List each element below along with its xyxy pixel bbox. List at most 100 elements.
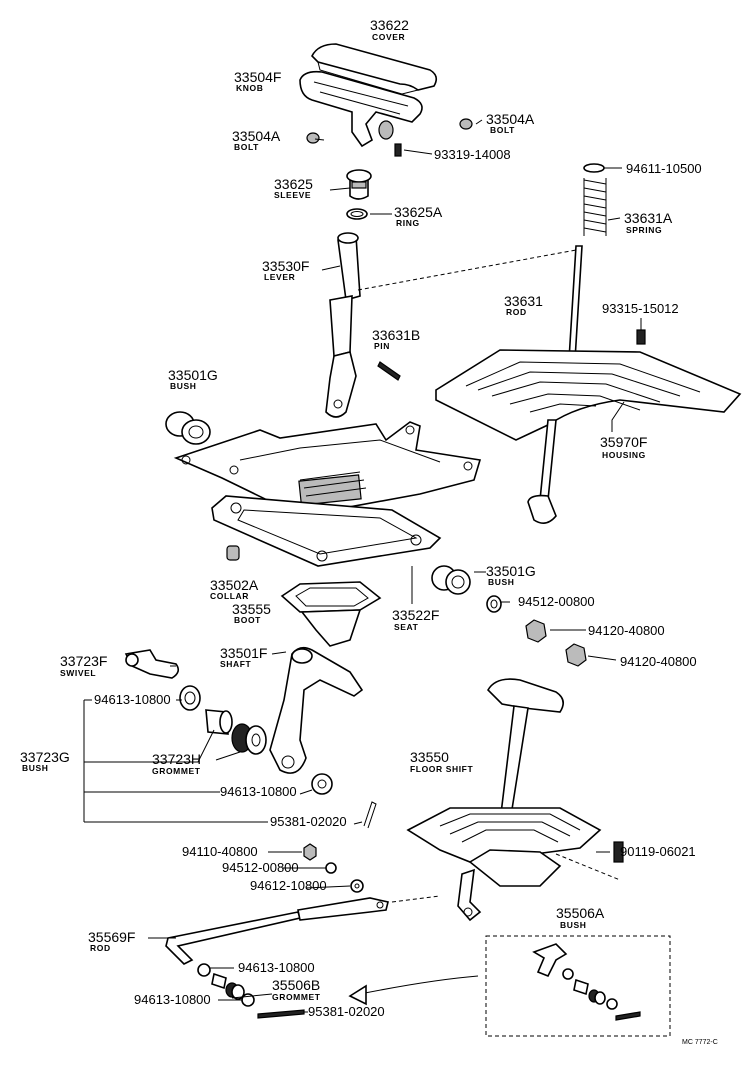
svg-text:35506B: 35506B: [272, 977, 320, 993]
spring-part: [583, 163, 607, 236]
bracket-part: [173, 421, 482, 517]
svg-text:33501G: 33501G: [486, 563, 536, 579]
svg-text:93319-14008: 93319-14008: [434, 147, 511, 162]
svg-text:BUSH: BUSH: [22, 763, 49, 773]
cotter-pin-upper: [363, 801, 377, 829]
svg-text:33723G: 33723G: [20, 749, 70, 765]
shaft-part: [269, 646, 364, 774]
svg-text:BUSH: BUSH: [560, 920, 587, 930]
label-35506b-grommet: 35506B GROMMET: [272, 977, 320, 1002]
label-94613-10800-a: 94613-10800: [94, 692, 171, 707]
label-33530f-lever: 33530F LEVER: [262, 258, 309, 282]
svg-text:33631B: 33631B: [372, 327, 420, 343]
washer-94612: [350, 879, 364, 893]
svg-text:94120-40800: 94120-40800: [620, 654, 697, 669]
svg-text:HOUSING: HOUSING: [602, 450, 646, 460]
svg-text:GROMMET: GROMMET: [152, 766, 201, 776]
svg-text:94612-10800: 94612-10800: [250, 878, 327, 893]
svg-text:90119-06021: 90119-06021: [620, 844, 696, 859]
bush-left: [165, 411, 211, 445]
label-93319-14008: 93319-14008: [434, 147, 511, 162]
svg-text:BOLT: BOLT: [490, 125, 515, 135]
svg-text:33625A: 33625A: [394, 204, 443, 220]
bush-right: [431, 565, 471, 595]
label-94613-10800-d: 94613-10800: [134, 992, 211, 1007]
leader-lines: [83, 119, 642, 1013]
label-33501g-bush-left: 33501G BUSH: [168, 367, 218, 391]
label-33723f-swivel: 33723F SWIVEL: [60, 653, 107, 678]
screw-93319: [394, 143, 402, 157]
svg-text:33501F: 33501F: [220, 645, 267, 661]
svg-text:33550: 33550: [410, 749, 449, 765]
svg-text:33504A: 33504A: [232, 128, 281, 144]
label-94120-40800-lower: 94120-40800: [620, 654, 697, 669]
bolt-left: [306, 132, 320, 144]
svg-text:35506A: 35506A: [556, 905, 605, 921]
svg-text:35569F: 35569F: [88, 929, 135, 945]
svg-text:33530F: 33530F: [262, 258, 309, 274]
swivel-part: [124, 649, 180, 679]
label-35506a-bush: 35506A BUSH: [556, 905, 605, 930]
label-33501g-bush-right: 33501G BUSH: [486, 563, 536, 587]
svg-text:COVER: COVER: [372, 32, 405, 42]
svg-text:COLLAR: COLLAR: [210, 591, 249, 601]
label-94612-10800: 94612-10800: [250, 878, 327, 893]
washer-94512-lower: [325, 862, 337, 874]
svg-text:33504A: 33504A: [486, 111, 535, 127]
svg-text:ROD: ROD: [506, 307, 527, 317]
label-33522f-seat: 33522F SEAT: [392, 607, 439, 632]
label-90119-06021: 90119-06021: [620, 844, 696, 859]
svg-text:SHAFT: SHAFT: [220, 659, 252, 669]
label-95381-02020-lower: 95381-02020: [308, 1004, 385, 1019]
boot-part: [280, 581, 382, 647]
svg-text:BOOT: BOOT: [234, 615, 261, 625]
svg-text:SLEEVE: SLEEVE: [274, 190, 311, 200]
label-94611-10500: 94611-10500: [626, 161, 702, 176]
rod-35569f: [165, 897, 389, 965]
svg-text:94613-10800: 94613-10800: [94, 692, 171, 707]
svg-text:33631A: 33631A: [624, 210, 673, 226]
svg-text:LEVER: LEVER: [264, 272, 295, 282]
knob-part: [299, 70, 423, 148]
arrow-to-detail: [348, 975, 479, 1006]
svg-text:33723F: 33723F: [60, 653, 107, 669]
svg-text:94613-10800: 94613-10800: [238, 960, 315, 975]
label-94512-00800-lower: 94512-00800: [222, 860, 299, 875]
screw-90119: [613, 841, 624, 863]
svg-text:94120-40800: 94120-40800: [588, 623, 665, 638]
seat-part: [211, 495, 442, 567]
svg-text:95381-02020: 95381-02020: [270, 814, 347, 829]
svg-text:RING: RING: [396, 218, 420, 228]
washer-94512-upper: [486, 595, 502, 613]
nut-94110: [303, 843, 317, 861]
label-94613-10800-c: 94613-10800: [238, 960, 315, 975]
svg-text:FLOOR SHIFT: FLOOR SHIFT: [410, 764, 473, 774]
washer-94613-rod-upper: [197, 963, 211, 977]
svg-text:33625: 33625: [274, 176, 313, 192]
label-33504a-bolt-right: 33504A BOLT: [486, 111, 535, 135]
svg-text:33622: 33622: [370, 17, 409, 33]
svg-text:94512-00800: 94512-00800: [518, 594, 595, 609]
svg-text:BUSH: BUSH: [488, 577, 515, 587]
label-33504a-bolt-left: 33504A BOLT: [232, 128, 281, 152]
svg-text:94512-00800: 94512-00800: [222, 860, 299, 875]
washer-94613-upper: [179, 685, 201, 711]
svg-text:SEAT: SEAT: [394, 622, 419, 632]
svg-text:35970F: 35970F: [600, 434, 647, 450]
bush-35506-small: [211, 972, 227, 990]
svg-text:94110-40800: 94110-40800: [182, 844, 258, 859]
pin-part: [377, 361, 401, 381]
svg-text:SPRING: SPRING: [626, 225, 662, 235]
label-33555-boot: 33555 BOOT: [232, 601, 271, 625]
svg-text:93315-15012: 93315-15012: [602, 301, 679, 316]
label-33622-cover: 33622 COVER: [370, 17, 409, 42]
label-33631a-spring: 33631A SPRING: [624, 210, 673, 235]
bush-35506a-detail-box: [485, 935, 671, 1037]
nut-94120-lower: [565, 643, 587, 667]
svg-text:PIN: PIN: [374, 341, 390, 351]
svg-text:33631: 33631: [504, 293, 543, 309]
label-35569f-rod: 35569F ROD: [88, 929, 135, 953]
label-drawing-reference: MC 7772-C: [682, 1039, 718, 1046]
svg-text:BOLT: BOLT: [234, 142, 259, 152]
